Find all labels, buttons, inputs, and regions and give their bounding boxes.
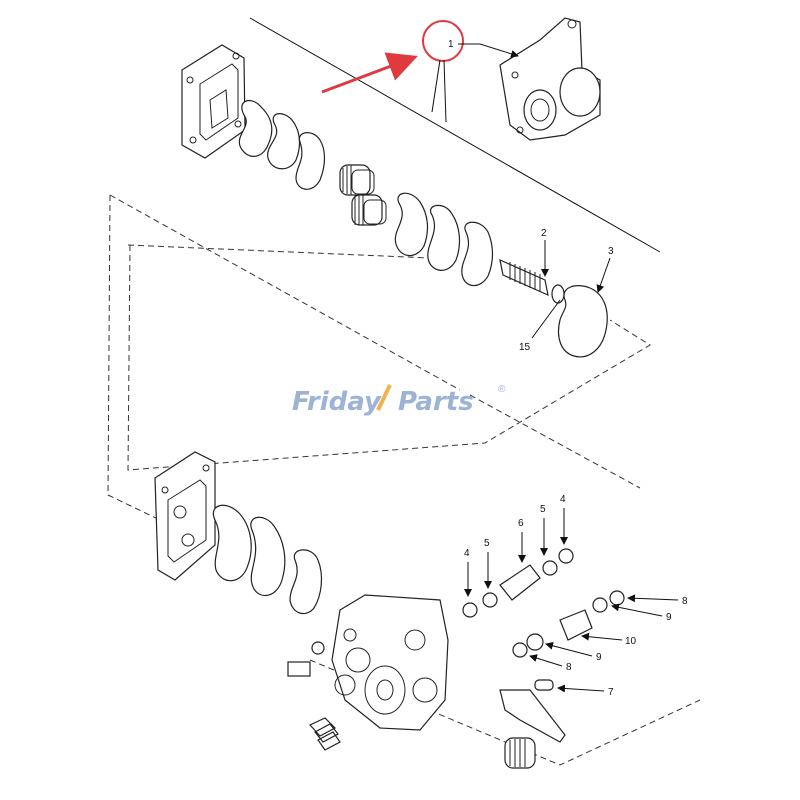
drive-shaft-item-2 (499, 258, 565, 304)
callout-6: 6 (518, 518, 524, 529)
leader-item-8a (627, 594, 679, 603)
highlight-circle (422, 20, 464, 62)
o-ring-item-3 (557, 285, 608, 358)
callout-5b: 5 (540, 504, 546, 515)
phantom-outline-inner (127, 244, 651, 471)
watermark-accent (376, 384, 392, 411)
callout-9a: 9 (666, 612, 672, 623)
leader-item-7 (557, 684, 605, 693)
callout-3: 3 (608, 246, 614, 257)
leader-item-10 (581, 632, 623, 641)
spring-and-gear (309, 679, 566, 769)
phantom-outline-top (109, 194, 461, 391)
lower-seal-set (212, 504, 323, 615)
callout-5a: 5 (484, 538, 490, 549)
leader-item-15 (531, 299, 561, 339)
phantom-outline-left (107, 194, 161, 521)
leader-item-1-to-pump (458, 43, 519, 58)
callout-8b: 8 (566, 662, 572, 673)
valve-components (462, 548, 625, 658)
callout-7: 7 (608, 687, 614, 698)
watermark-text-2: Parts (398, 387, 474, 417)
pump-housing (287, 594, 449, 731)
callout-4a: 4 (464, 548, 470, 559)
lower-end-plate (154, 451, 216, 581)
watermark-text-1: Friday (292, 387, 382, 417)
leader-item-9a (611, 603, 663, 617)
callout-15: 15 (519, 342, 531, 353)
section-divider-line (249, 17, 661, 253)
watermark-registered-mark: ® (498, 384, 506, 395)
callout-1: 1 (448, 39, 454, 50)
assembled-pump-illustration (499, 17, 601, 141)
upper-gear-pair (339, 164, 387, 226)
callout-8a: 8 (682, 596, 688, 607)
leader-item-8b (529, 654, 563, 667)
callout-4b: 4 (560, 494, 566, 505)
callout-2: 2 (541, 228, 547, 239)
highlight-arrow (321, 52, 418, 94)
upper-end-plate (181, 44, 246, 159)
leader-item-3 (596, 257, 611, 293)
leader-item-1-to-parts (431, 59, 447, 123)
phantom-outline-inner-top (127, 244, 431, 259)
watermark-logo: Friday Parts ® (292, 384, 506, 417)
upper-seal-set (238, 99, 494, 287)
phantom-outline-mid (469, 394, 641, 489)
callout-9b: 9 (596, 652, 602, 663)
leader-item-9b (545, 641, 593, 657)
callout-10: 10 (625, 636, 637, 647)
